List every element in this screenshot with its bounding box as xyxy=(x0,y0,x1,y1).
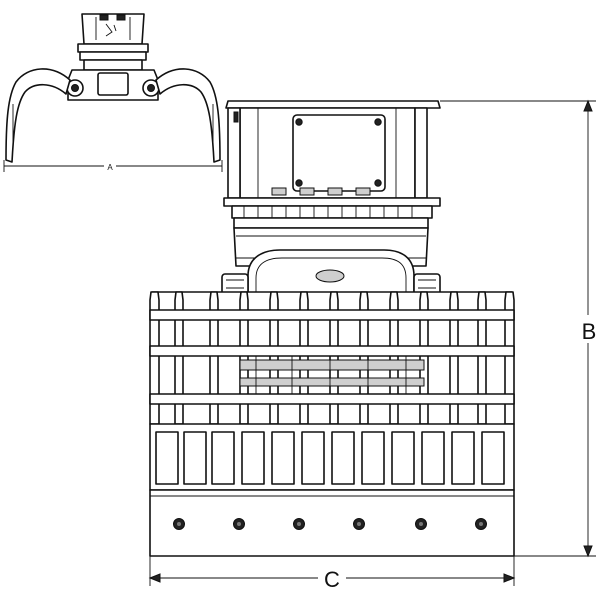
edge-bolt-center xyxy=(177,522,181,526)
jaw-slot xyxy=(421,431,445,485)
inset-side-view: A xyxy=(3,13,223,172)
jaw-slot xyxy=(331,431,355,485)
jaw-slot xyxy=(391,431,415,485)
main-front-view: B C xyxy=(148,99,598,592)
edge-bolt-center xyxy=(357,522,361,526)
edge-bolt-center xyxy=(297,522,301,526)
jaw-slot xyxy=(271,431,295,485)
dimension-label-b: B xyxy=(582,319,597,344)
jaw-slot xyxy=(361,431,385,485)
jaw-slot xyxy=(183,431,207,485)
edge-bolt-center xyxy=(237,522,241,526)
jaw-slot xyxy=(211,431,235,485)
edge-bolt-center xyxy=(479,522,483,526)
jaw-slot xyxy=(155,431,179,485)
dimension-label-a: A xyxy=(107,163,113,172)
dimension-label-c: C xyxy=(324,567,340,592)
jaw-slot xyxy=(301,431,325,485)
jaw-slot xyxy=(451,431,475,485)
edge-bolt-center xyxy=(419,522,423,526)
jaw-slot xyxy=(481,431,505,485)
jaw-slot xyxy=(241,431,265,485)
